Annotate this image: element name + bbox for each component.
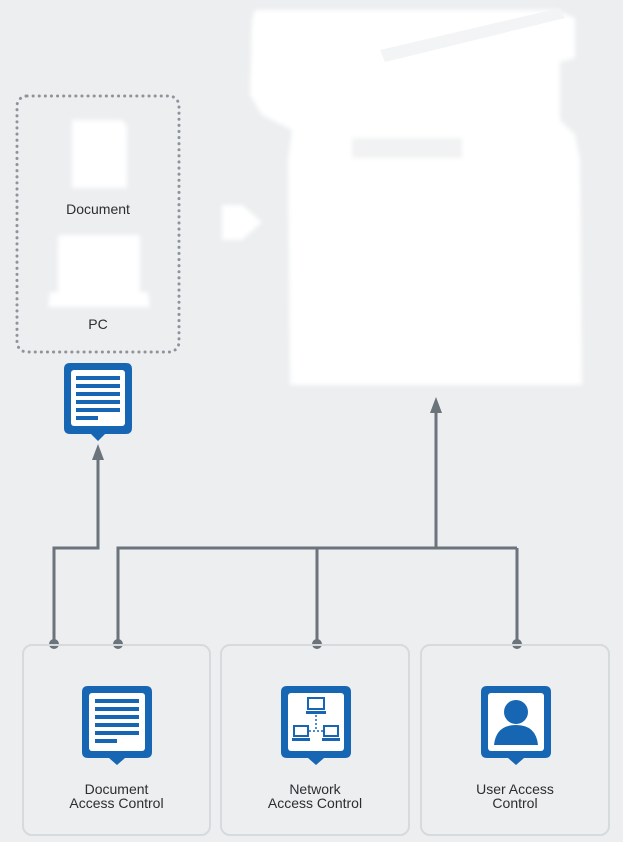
printer-silhouette <box>250 10 582 385</box>
panel-user-access-control: User Access Control <box>420 644 610 836</box>
document-label: Document <box>66 201 130 217</box>
document-access-icon <box>82 686 152 765</box>
panel-title-line1: Document <box>84 781 149 797</box>
panel-title-line2: Access Control <box>69 795 164 811</box>
panel-document-access-control: Document Access Control <box>22 644 211 836</box>
panel-title-line1: User Access <box>476 781 554 797</box>
user-access-icon <box>481 686 551 765</box>
arrowhead-icon <box>92 444 104 460</box>
pc-label: PC <box>88 316 108 332</box>
panel-title-line2: Access Control <box>267 795 363 811</box>
panel-title-line2: Control <box>492 795 538 811</box>
flow-arrow-icon <box>222 205 262 240</box>
panel-title-line1: Network <box>289 781 341 797</box>
document-silhouette-icon <box>72 120 127 188</box>
printer-paper-tray <box>380 8 565 62</box>
document-icon <box>64 363 132 441</box>
arrowhead-icon <box>430 397 442 413</box>
source-dotted-box <box>15 94 181 354</box>
connector-lines <box>52 410 519 644</box>
network-access-icon <box>281 686 351 765</box>
panel-network-access-control: Network Access Control <box>220 644 410 836</box>
pc-silhouette-icon <box>48 235 150 307</box>
